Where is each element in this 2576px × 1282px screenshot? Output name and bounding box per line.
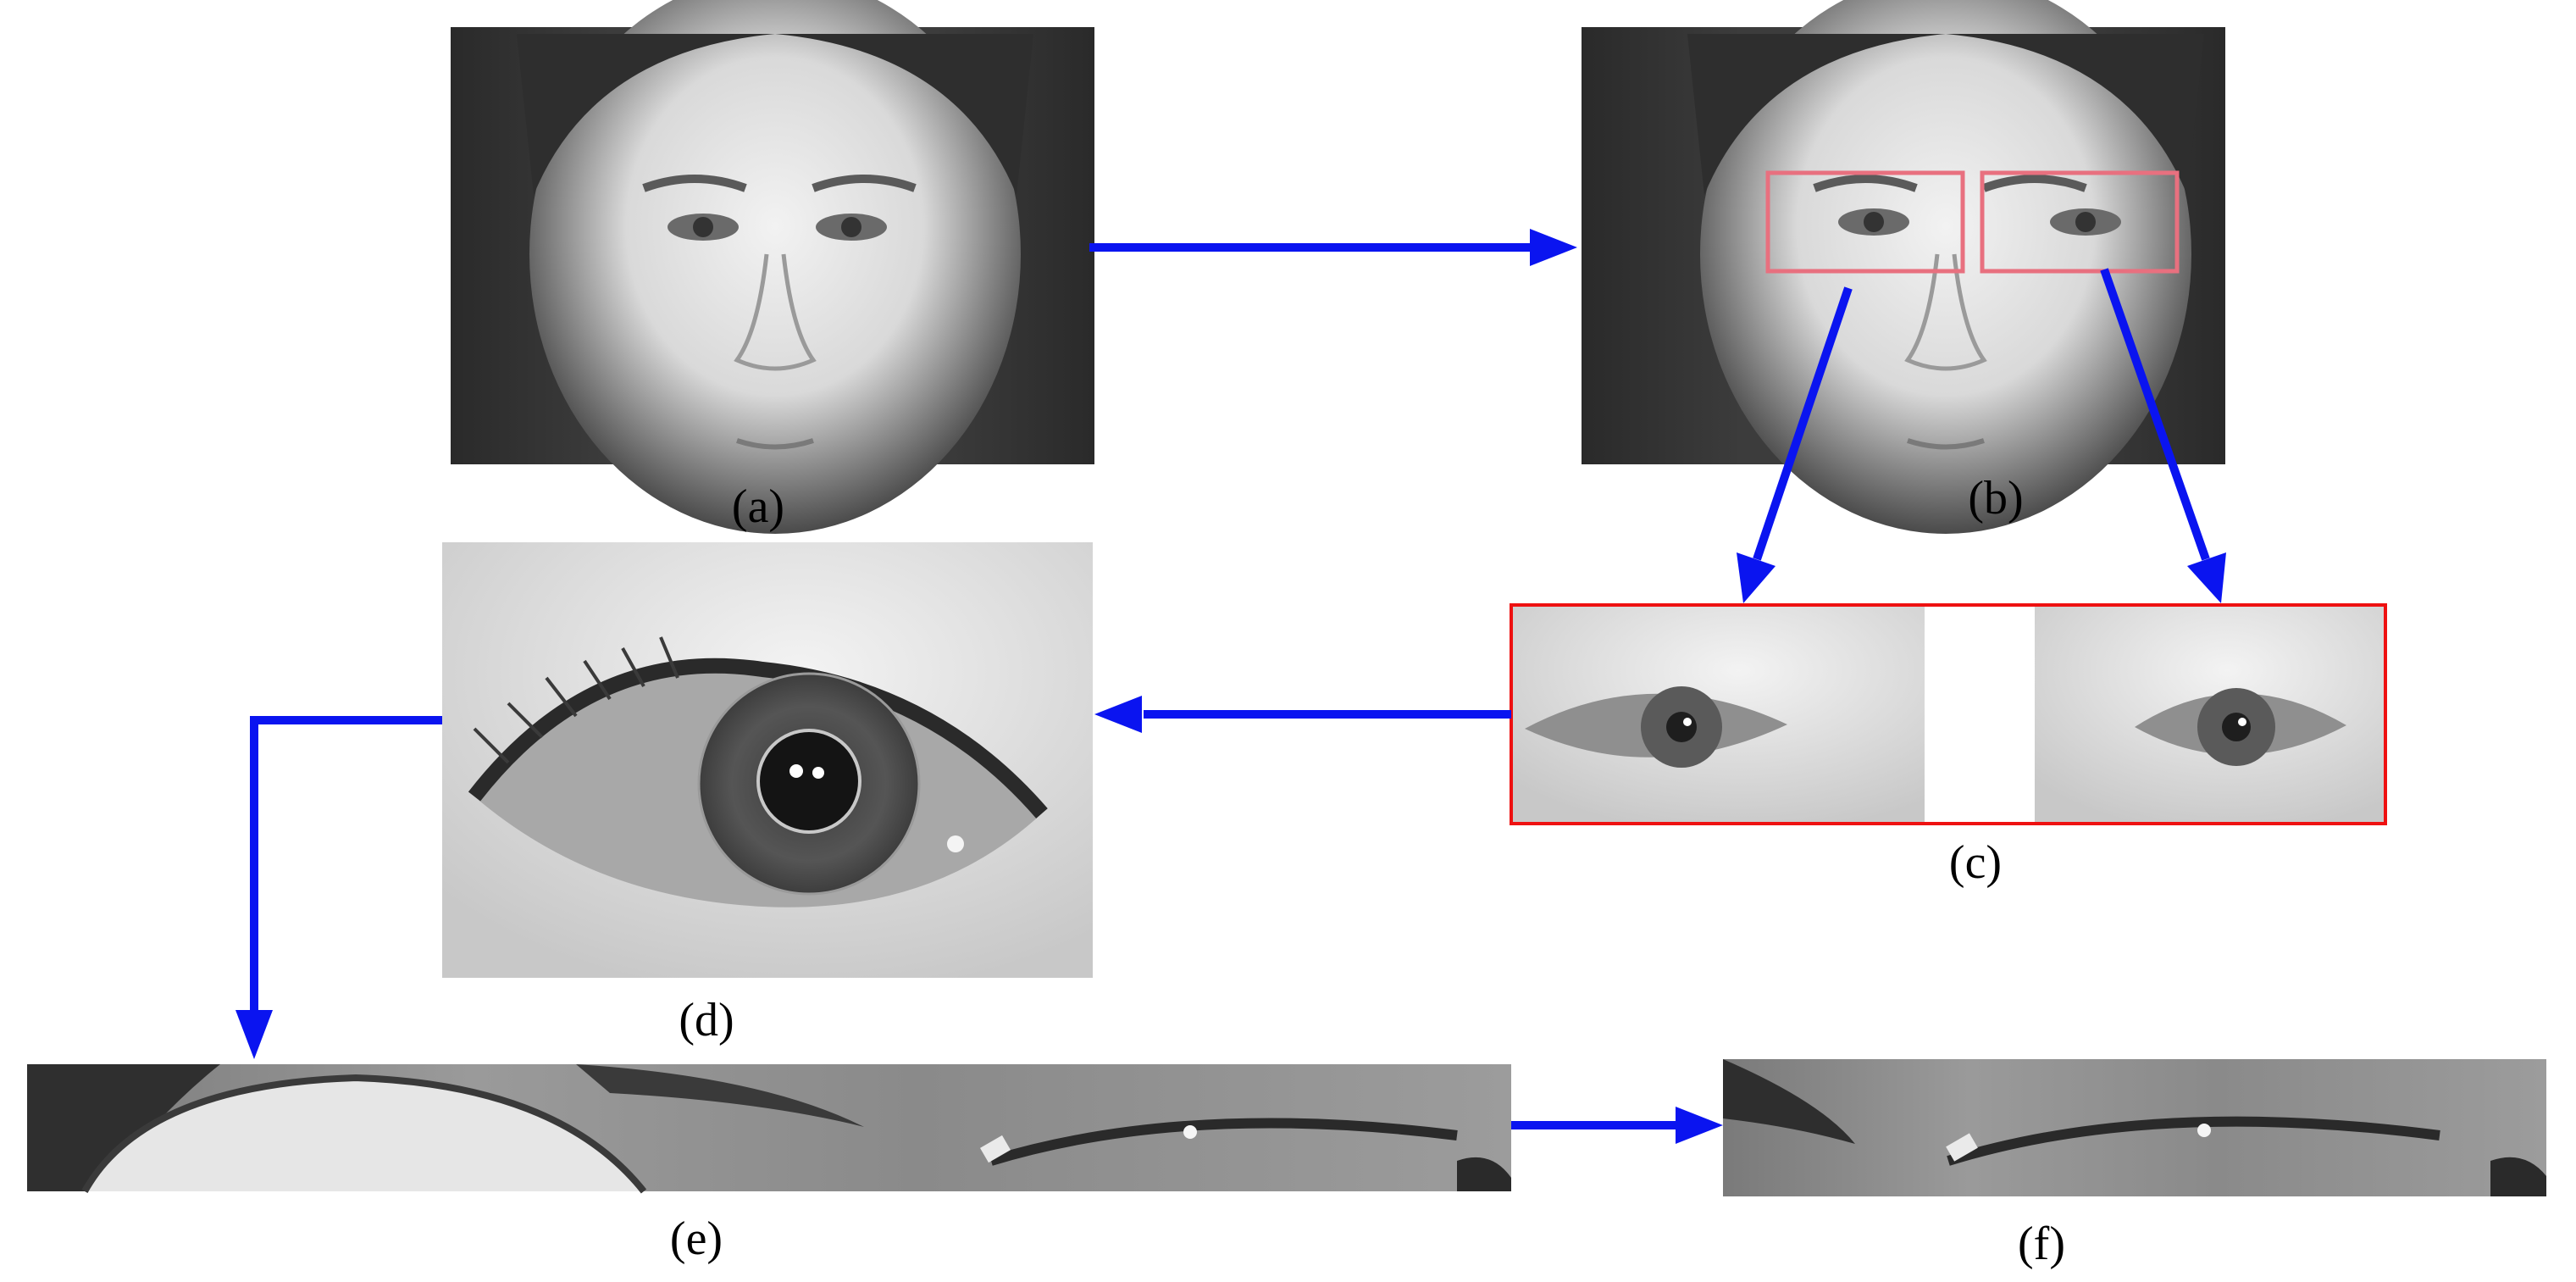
panel-label-b: (b) bbox=[1968, 472, 2023, 524]
panel-label-d: (d) bbox=[679, 994, 734, 1046]
arrow-c-to-d bbox=[1094, 696, 1511, 733]
cropped-iris-strip-f bbox=[1723, 1059, 2546, 1196]
arrow-e-to-f bbox=[1511, 1107, 1723, 1144]
eye-pair-image-c bbox=[1511, 605, 2385, 824]
arrow-b-to-c-left bbox=[1737, 286, 1853, 603]
face-image-b bbox=[1582, 0, 2225, 534]
panel-label-e: (e) bbox=[670, 1213, 723, 1265]
arrow-d-to-e bbox=[235, 716, 442, 1059]
panel-label-a: (a) bbox=[732, 480, 784, 533]
arrow-b-to-c-right bbox=[2100, 268, 2226, 603]
panel-label-c: (c) bbox=[1949, 836, 2002, 889]
panel-label-f: (f) bbox=[2018, 1218, 2065, 1270]
normalized-iris-strip-e bbox=[27, 1064, 1511, 1194]
eye-image-d bbox=[442, 542, 1093, 978]
arrow-a-to-b bbox=[1089, 229, 1577, 266]
face-image-a bbox=[451, 0, 1094, 534]
right-eye-detection-box bbox=[1980, 170, 2180, 274]
left-eye-detection-box bbox=[1765, 170, 1965, 274]
